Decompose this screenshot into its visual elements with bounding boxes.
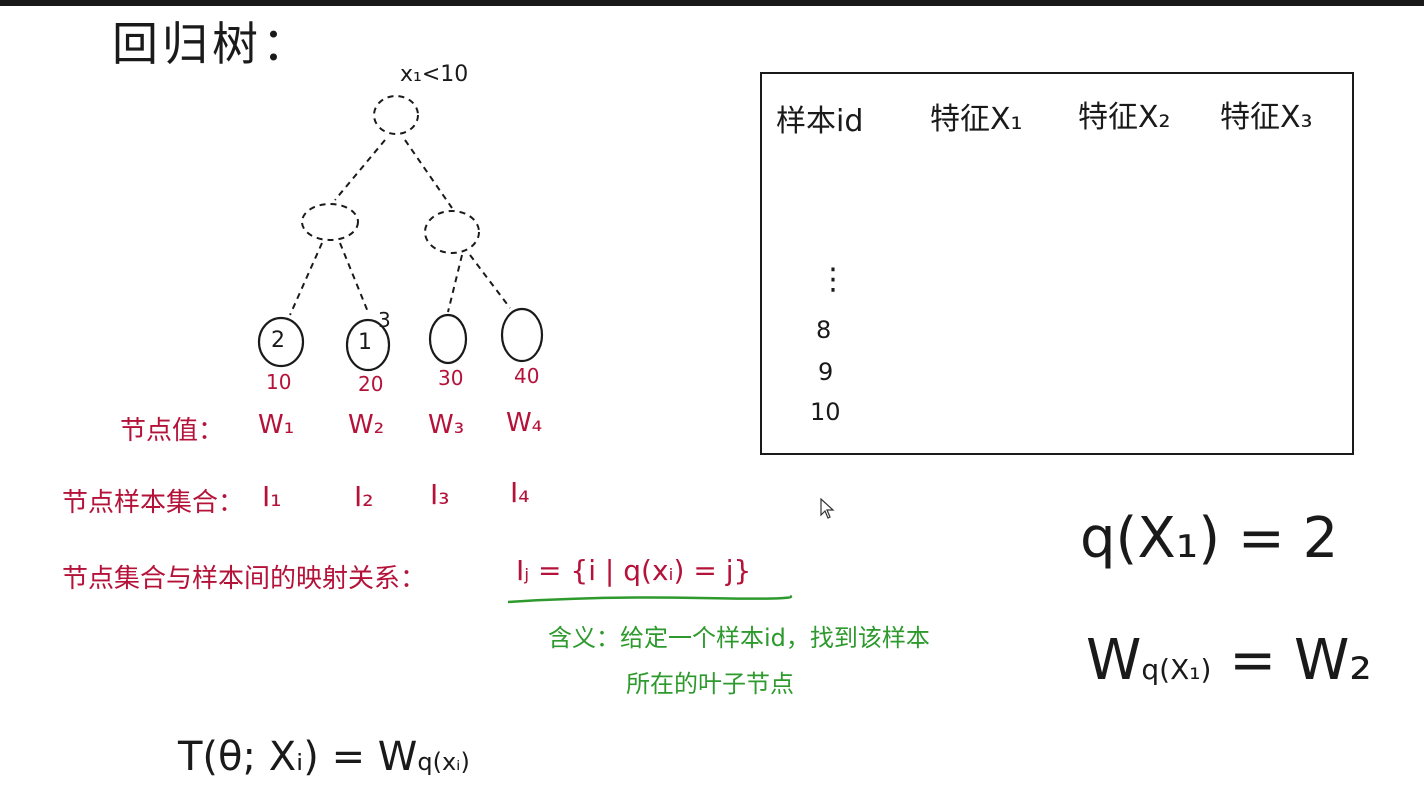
mapping-label: 节点集合与样本间的映射关系：: [62, 564, 427, 594]
node-value-w1: W₁: [258, 410, 295, 440]
table-header-x2: 特征X₂: [1078, 100, 1171, 135]
top-border: [0, 0, 1424, 6]
leaf-2-value: 20: [358, 372, 384, 396]
table-id-8: 8: [816, 316, 832, 344]
node-value-label: 节点值：: [120, 416, 225, 446]
page-title: 回归树：: [112, 17, 312, 71]
edge-right-leaf4: [469, 254, 511, 309]
leaf-1-value: 10: [266, 370, 292, 394]
w-equation-main: W: [1086, 628, 1142, 693]
node-samples-i3: I₃: [430, 478, 450, 511]
leaf-4-value: 40: [514, 364, 540, 388]
bottom-equation-sub: q(xᵢ): [417, 748, 470, 776]
edge-root-right: [404, 139, 453, 209]
mouse-cursor-icon: [820, 498, 835, 519]
leaf-node-4: [500, 307, 544, 363]
node-value-w4: W₄: [506, 408, 543, 438]
node-value-w2: W₂: [348, 410, 385, 440]
edge-root-left: [334, 139, 386, 201]
table-header-x3: 特征X₃: [1220, 100, 1313, 135]
feature-table: [760, 72, 1354, 455]
table-id-9: 9: [818, 358, 834, 386]
tree-right-node: [424, 210, 480, 254]
leaf-1-inner-label: 2: [271, 328, 285, 353]
tree-root-node: [373, 95, 419, 135]
meaning-note-line1: 含义：给定一个样本id，找到该样本: [548, 624, 930, 652]
bottom-equation-main: T(θ; Xᵢ) = W: [178, 734, 418, 780]
leaf-2-inner-label: 1: [358, 330, 372, 355]
edge-right-leaf3: [447, 254, 463, 313]
formula-underline: [507, 594, 793, 604]
edge-left-leaf1: [289, 242, 323, 316]
leaf-node-2: [345, 318, 391, 372]
w-equation: Wq(X₁) = W₂: [1086, 628, 1372, 693]
leaf-2-extra-label: 3: [378, 308, 391, 332]
node-samples-i4: I₄: [510, 476, 530, 509]
leaf-node-3: [428, 313, 468, 365]
mapping-formula: Iⱼ = {i | q(xᵢ) = j}: [516, 554, 752, 587]
table-id-10: 10: [810, 398, 841, 426]
leaf-3-value: 30: [438, 366, 464, 390]
table-dots: ⋮: [818, 262, 848, 297]
q-equation: q(X₁) = 2: [1080, 506, 1339, 571]
node-samples-i1: I₁: [262, 480, 282, 513]
node-samples-i2: I₂: [354, 480, 374, 513]
meaning-note-line2: 所在的叶子节点: [626, 670, 794, 698]
table-header-x1: 特征X₁: [930, 102, 1023, 137]
leaf-node-1: [257, 316, 305, 368]
node-samples-label: 节点样本集合：: [62, 488, 245, 518]
bottom-equation: T(θ; Xᵢ) = Wq(xᵢ): [178, 734, 470, 780]
node-value-w3: W₃: [428, 410, 465, 440]
root-condition-label: x₁<10: [400, 62, 469, 87]
w-equation-rhs: = W₂: [1229, 628, 1372, 693]
edge-left-leaf2: [339, 242, 369, 313]
w-equation-sub: q(X₁): [1141, 653, 1212, 686]
tree-left-node: [301, 203, 359, 241]
table-header-id: 样本id: [776, 104, 864, 139]
